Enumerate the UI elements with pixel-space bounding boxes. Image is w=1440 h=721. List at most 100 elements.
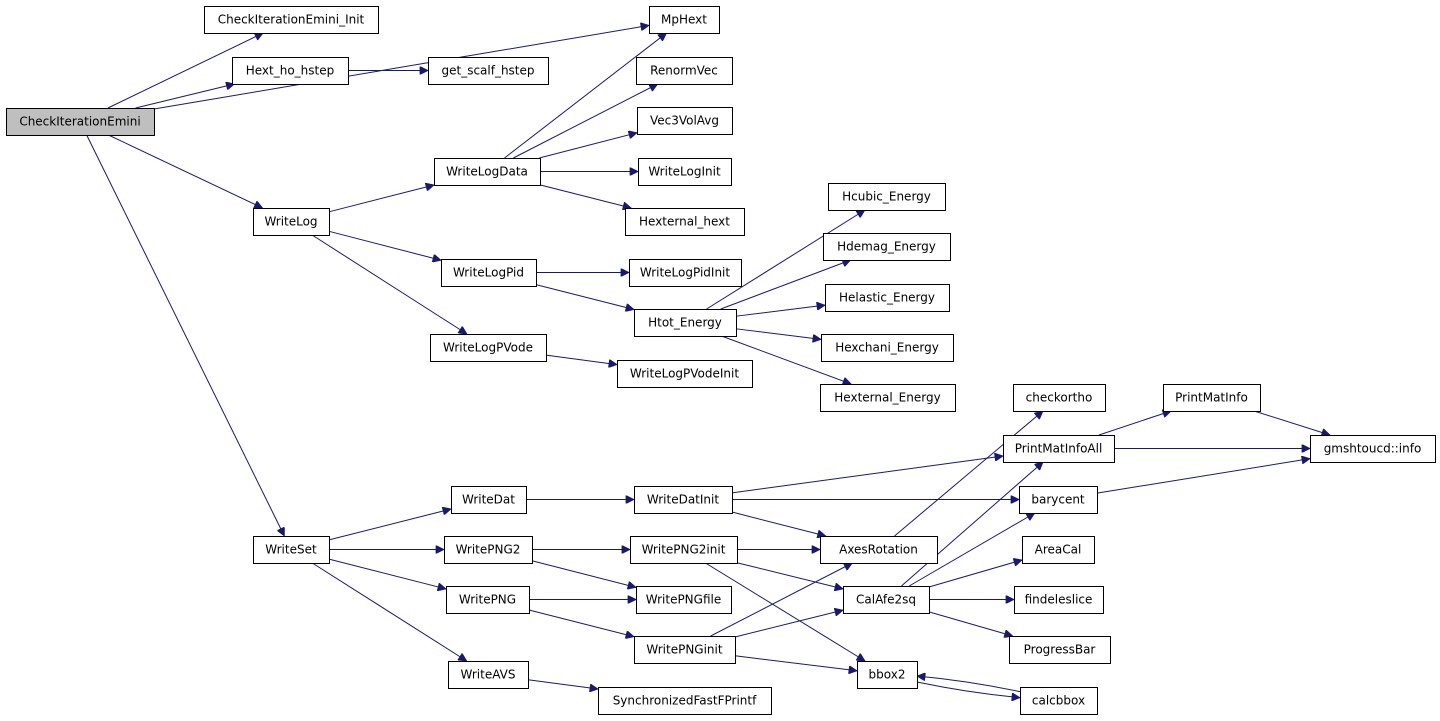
node-box (428, 57, 549, 85)
node-writeavs[interactable]: WriteAVS (448, 661, 529, 689)
node-hdemag-energy[interactable]: Hdemag_Energy (823, 233, 951, 261)
edge-writelogdata-to-vec3volavg (539, 133, 637, 159)
node-box (630, 536, 738, 564)
node-printmatinfoall[interactable]: PrintMatInfoAll (1003, 435, 1115, 463)
node-box (617, 360, 753, 388)
node-label: barycent (1031, 493, 1085, 507)
node-box (430, 334, 547, 362)
node-label: CheckIterationEmini_Init (218, 13, 365, 27)
node-box (825, 284, 950, 312)
node-hexchani-energy[interactable]: Hexchani_Energy (821, 334, 954, 362)
node-box (820, 536, 938, 564)
node-label: gmshtoucd::info (1324, 442, 1422, 456)
node-label: Hexchani_Energy (835, 341, 939, 355)
edge-barycent-to-gmshtoucd-info (1096, 459, 1310, 494)
node-box (232, 57, 349, 85)
node-label: bbox2 (869, 668, 906, 682)
node-box (1003, 435, 1115, 463)
node-get-scalf-hstep[interactable]: get_scalf_hstep (428, 57, 549, 85)
node-writelogpidinit[interactable]: WriteLogPidInit (629, 259, 742, 287)
node-gmshtoucd-info[interactable]: gmshtoucd::info (1310, 435, 1436, 463)
node-box (821, 334, 954, 362)
node-label: WriteLogPid (453, 266, 524, 280)
node-label: WritePNGfile (646, 593, 721, 607)
node-vec3volavg[interactable]: Vec3VolAvg (637, 107, 733, 135)
node-writelogdata[interactable]: WriteLogData (434, 158, 541, 186)
node-writepngfile[interactable]: WritePNGfile (636, 586, 732, 614)
node-hexternal-hext[interactable]: Hexternal_hext (625, 208, 745, 236)
node-checkiterationemini[interactable]: CheckIterationEmini (6, 108, 155, 136)
edge-writepnginit-to-bbox2 (734, 655, 857, 671)
node-writeset[interactable]: WriteSet (253, 536, 330, 564)
node-box (441, 259, 537, 287)
edge-writelogdata-to-mphext (504, 33, 666, 159)
node-writeloginit[interactable]: WriteLogInit (638, 158, 732, 186)
edge-checkiterationemini-to-checkiterationemini-init (107, 33, 263, 109)
node-renormvec[interactable]: RenormVec (636, 57, 733, 85)
node-calcbbox[interactable]: calcbbox (1020, 687, 1098, 715)
node-label: CalAfe2sq (856, 593, 916, 607)
edge-writeset-to-writepng (328, 558, 446, 589)
node-writelogpvodeinit[interactable]: WriteLogPVodeInit (617, 360, 753, 388)
node-mphext[interactable]: MpHext (649, 6, 720, 34)
node-bbox2[interactable]: bbox2 (857, 661, 918, 689)
edge-bbox2-to-calcbbox (916, 681, 1020, 698)
node-box (253, 208, 330, 236)
node-label: WriteLog (264, 215, 317, 229)
node-box (598, 687, 772, 715)
node-writepng[interactable]: WritePNG (446, 586, 530, 614)
node-label: ProgressBar (1024, 643, 1096, 657)
node-hcubic-energy[interactable]: Hcubic_Energy (828, 183, 946, 211)
node-areacal[interactable]: AreaCal (1022, 536, 1095, 564)
node-checkiterationemini-init[interactable]: CheckIterationEmini_Init (204, 6, 379, 34)
node-htot-energy[interactable]: Htot_Energy (634, 309, 737, 337)
node-box (253, 536, 330, 564)
node-label: WritePNG2 (456, 543, 521, 557)
node-writepng2[interactable]: WritePNG2 (444, 536, 533, 564)
node-label: PrintMatInfo (1175, 391, 1248, 405)
node-hext-ho-hstep[interactable]: Hext_ho_hstep (232, 57, 349, 85)
node-barycent[interactable]: barycent (1019, 486, 1098, 514)
node-label: Hext_ho_hstep (246, 64, 335, 78)
node-box (6, 108, 155, 136)
node-hexternal-energy[interactable]: Hexternal_Energy (820, 384, 956, 412)
edge-checkiterationemini-to-mphext (153, 25, 649, 110)
node-writepnginit[interactable]: WritePNGinit (634, 636, 736, 664)
edge-htot-energy-to-hdemag-energy (720, 260, 851, 310)
node-box (649, 6, 720, 34)
node-findeleslice[interactable]: findeleslice (1014, 586, 1104, 614)
node-writepng2init[interactable]: WritePNG2init (630, 536, 738, 564)
node-box (451, 486, 527, 514)
node-progressbar[interactable]: ProgressBar (1009, 636, 1111, 664)
node-label: WriteLogPidInit (640, 266, 731, 280)
node-printmatinfo[interactable]: PrintMatInfo (1163, 384, 1261, 412)
edge-writepng2init-to-calafe2sq (736, 562, 843, 589)
node-label: CheckIterationEmini (19, 115, 140, 129)
node-label: WriteDat (462, 493, 515, 507)
edge-htot-energy-to-hexternal-energy (721, 335, 851, 384)
edge-printmatinfo-to-gmshtoucd-info (1253, 410, 1330, 435)
node-box (843, 586, 930, 614)
edge-writeset-to-writedat (328, 509, 451, 541)
node-helastic-energy[interactable]: Helastic_Energy (825, 284, 950, 312)
node-box (636, 586, 732, 614)
node-checkortho[interactable]: checkortho (1013, 384, 1106, 412)
edge-checkiterationemini-to-hext-ho-hstep (135, 84, 235, 109)
node-writelogpvode[interactable]: WriteLogPVode (430, 334, 547, 362)
node-writelogpid[interactable]: WriteLogPid (441, 259, 537, 287)
edge-writelog-to-writelogdata (328, 185, 434, 213)
edge-printmatinfoall-to-printmatinfo (1098, 411, 1171, 436)
nodes: CheckIterationEmini CheckIterationEmini_I… (6, 6, 1436, 715)
edge-htot-energy-to-helastic-energy (735, 305, 825, 317)
edge-writelogpid-to-htot-energy (535, 284, 634, 310)
node-writedat[interactable]: WriteDat (451, 486, 527, 514)
node-calafe2sq[interactable]: CalAfe2sq (843, 586, 930, 614)
node-writelog[interactable]: WriteLog (253, 208, 330, 236)
node-box (1009, 636, 1111, 664)
node-label: WriteAVS (461, 668, 516, 682)
node-axesrotation[interactable]: AxesRotation (820, 536, 938, 564)
node-box (1163, 384, 1261, 412)
node-writedatinit[interactable]: WriteDatInit (634, 486, 733, 514)
node-synchronizedfastfprintf[interactable]: SynchronizedFastFPrintf (598, 687, 772, 715)
edge-writepnginit-to-calafe2sq (734, 610, 843, 638)
